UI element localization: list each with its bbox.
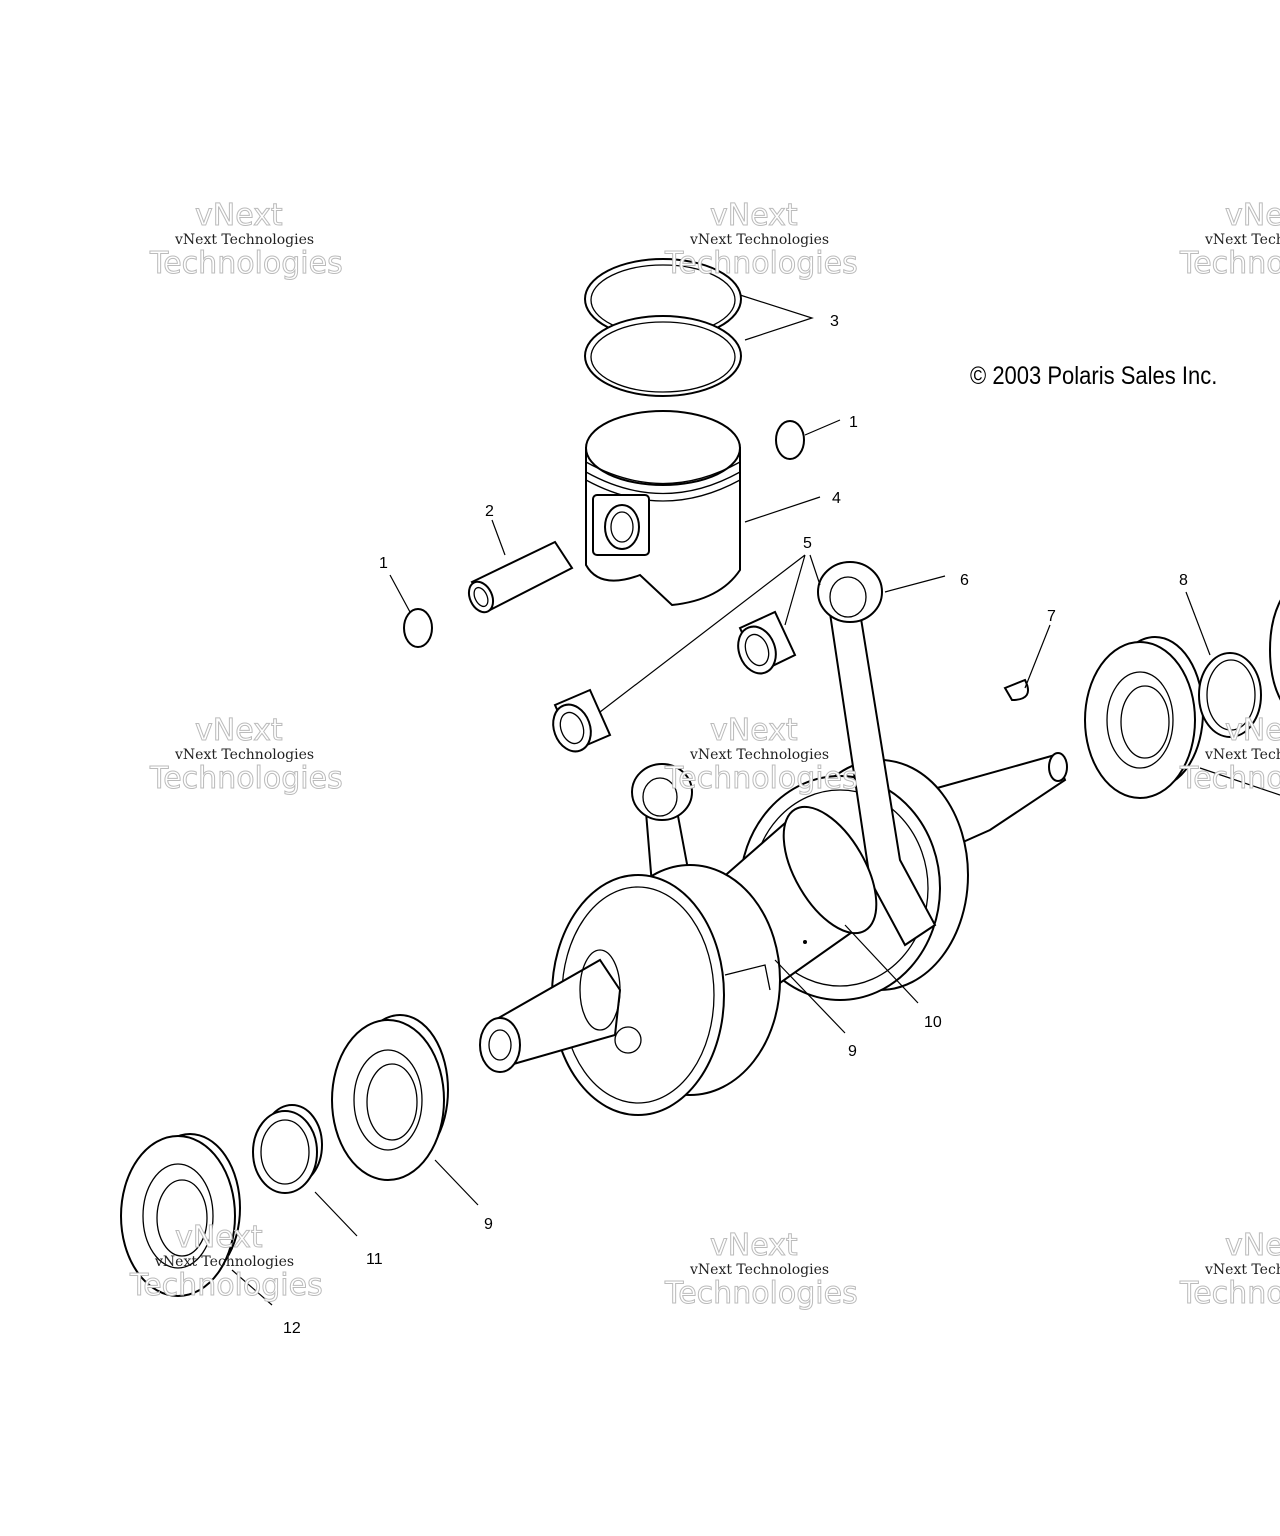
leader-lines: [231, 294, 1280, 1306]
callout-9-upper: 9: [848, 1043, 857, 1060]
seal-right-partial: [1269, 599, 1280, 701]
oil-seal: [120, 1133, 241, 1297]
crankshaft-left-end: [479, 949, 622, 1073]
callout-2: 2: [485, 503, 494, 520]
callout-4: 4: [832, 490, 841, 507]
shim-washer: [1198, 652, 1262, 738]
callout-5: 5: [803, 535, 812, 552]
woodruff-key: [1003, 678, 1029, 702]
main-bearing-left: [331, 1014, 449, 1181]
callout-8: 8: [1179, 572, 1188, 589]
piston: [585, 410, 741, 607]
callout-9-lower: 9: [484, 1216, 493, 1233]
connecting-rod-right: [817, 561, 937, 947]
callout-10: 10: [924, 1014, 942, 1031]
spacer-ring: [252, 1104, 323, 1194]
needle-bearing-upper: [737, 610, 797, 675]
callout-11: 11: [366, 1251, 383, 1268]
connecting-rod-left: [631, 763, 693, 887]
main-bearing-right: [1084, 636, 1204, 799]
needle-bearing-lower: [552, 688, 612, 753]
wrist-pin: [467, 540, 574, 614]
callout-7: 7: [1047, 608, 1056, 625]
piston-rings: [584, 258, 742, 397]
callout-6: 6: [960, 572, 969, 589]
callout-1-right: 1: [849, 414, 858, 431]
callout-1-left: 1: [379, 555, 388, 572]
crankshaft-left-web: [551, 864, 781, 1116]
circlip-right: [775, 420, 805, 460]
circlip-left: [403, 608, 433, 648]
callout-3: 3: [830, 313, 839, 330]
copyright-notice: © 2003 Polaris Sales Inc.: [970, 362, 1218, 390]
callout-12: 12: [283, 1320, 301, 1337]
